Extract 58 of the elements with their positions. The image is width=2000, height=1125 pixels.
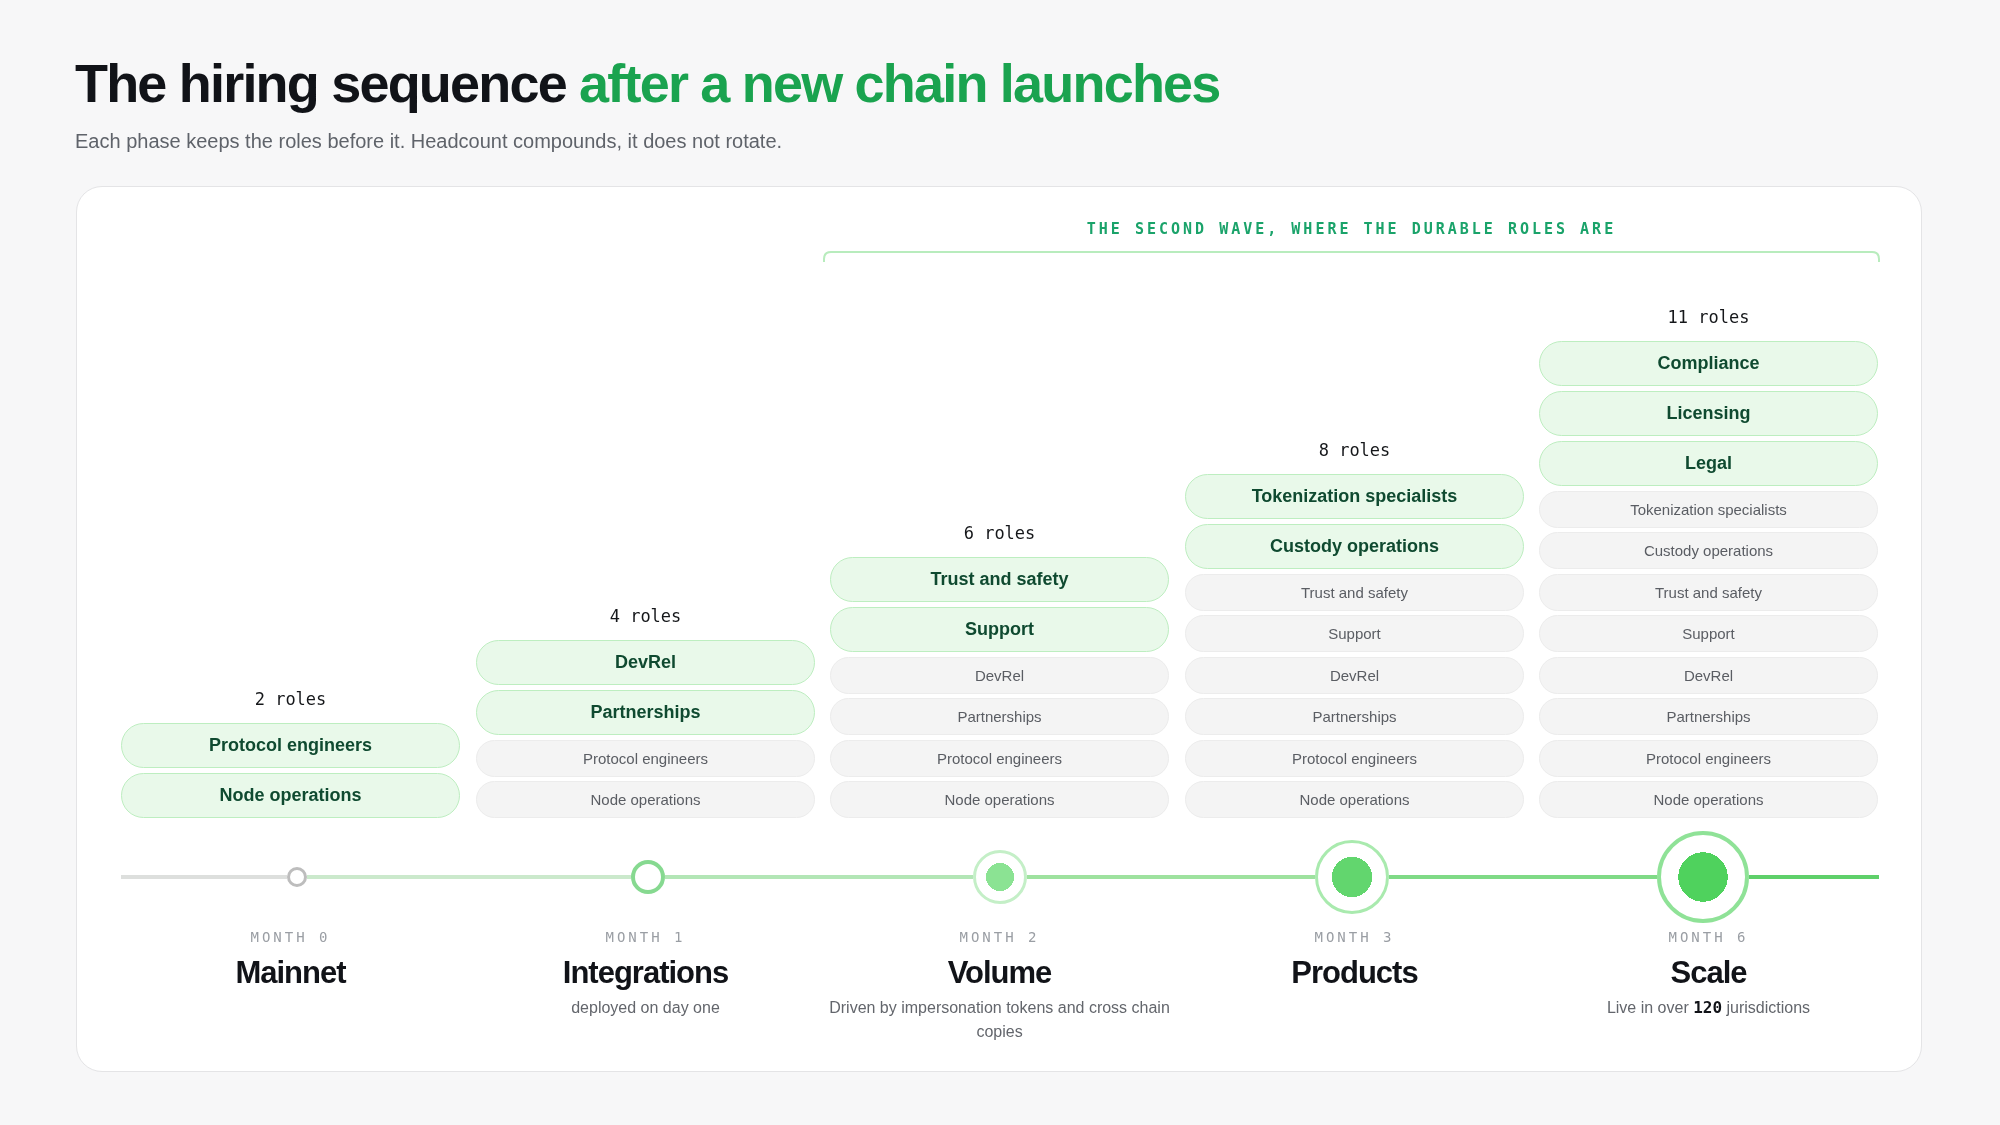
- month-label: MONTH 6: [1667, 929, 1750, 945]
- new-role-pill: Partnerships: [476, 690, 815, 735]
- role-pill: Node operations: [830, 781, 1169, 818]
- role-pill: Node operations: [1185, 781, 1524, 818]
- role-count: 11 roles: [1666, 307, 1751, 327]
- title: The hiring sequence after a new chain launches: [75, 52, 1220, 114]
- new-role-pill: Node operations: [121, 773, 460, 818]
- timeline-line: [665, 875, 973, 879]
- role-pill: DevRel: [830, 656, 1169, 694]
- new-role-pill: Custody operations: [1185, 524, 1524, 569]
- phase-name: Volume: [946, 955, 1053, 991]
- role-count: 8 roles: [1317, 440, 1392, 460]
- role-pill: Protocol engineers: [1185, 739, 1524, 777]
- role-pill: DevRel: [1185, 656, 1524, 694]
- role-count: 4 roles: [608, 606, 683, 626]
- month-label: MONTH 2: [958, 929, 1041, 945]
- section-label: THE SECOND WAVE, WHERE THE DURABLE ROLES ARE: [1085, 220, 1618, 238]
- timeline-line: [1749, 875, 1879, 879]
- timeline-line: [1389, 875, 1657, 879]
- timeline-line: [121, 875, 287, 879]
- new-role-pill: Trust and safety: [830, 557, 1169, 602]
- phase-name: Integrations: [561, 955, 730, 991]
- role-pill: Partnerships: [830, 698, 1169, 735]
- new-role-pill: Tokenization specialists: [1185, 474, 1524, 519]
- subtitle: Each phase keeps the roles before it. Headcount compounds, it does not rotate.: [75, 130, 783, 153]
- phase-name: Scale: [1669, 955, 1748, 991]
- timeline-line: [307, 875, 631, 879]
- role-pill: Node operations: [476, 781, 815, 818]
- phase-name: Products: [1290, 955, 1419, 991]
- role-count: 6 roles: [962, 523, 1037, 543]
- role-pill: Node operations: [1539, 781, 1878, 818]
- phase-name: Mainnet: [234, 955, 348, 991]
- role-pill: Protocol engineers: [476, 739, 815, 777]
- new-role-pill: Legal: [1539, 441, 1878, 486]
- role-pill: Tokenization specialists: [1539, 490, 1878, 528]
- role-pill: DevRel: [1539, 656, 1878, 694]
- role-pill: Protocol engineers: [1539, 739, 1878, 777]
- new-role-pill: Licensing: [1539, 391, 1878, 436]
- role-pill: Support: [1539, 615, 1878, 652]
- role-pill: Trust and safety: [1185, 573, 1524, 611]
- role-pill: Partnerships: [1185, 698, 1524, 735]
- role-pill: Partnerships: [1539, 698, 1878, 735]
- new-role-pill: Compliance: [1539, 341, 1878, 386]
- new-role-pill: Support: [830, 607, 1169, 652]
- phase-description: Driven by impersonation tokens and cross chain copies: [828, 998, 1171, 1042]
- timeline-line: [1027, 875, 1315, 879]
- month-label: MONTH 1: [604, 929, 687, 945]
- new-role-pill: DevRel: [476, 640, 815, 685]
- role-pill: Custody operations: [1539, 532, 1878, 569]
- phase-description: Live in over 120 jurisdictions: [1605, 997, 1812, 1019]
- month-label: MONTH 3: [1313, 929, 1396, 945]
- role-pill: Support: [1185, 615, 1524, 652]
- role-count: 2 roles: [253, 689, 328, 709]
- phase-description: deployed on day one: [570, 998, 721, 1018]
- role-pill: Protocol engineers: [830, 739, 1169, 777]
- new-role-pill: Protocol engineers: [121, 723, 460, 768]
- role-pill: Trust and safety: [1539, 573, 1878, 611]
- month-label: MONTH 0: [249, 929, 332, 945]
